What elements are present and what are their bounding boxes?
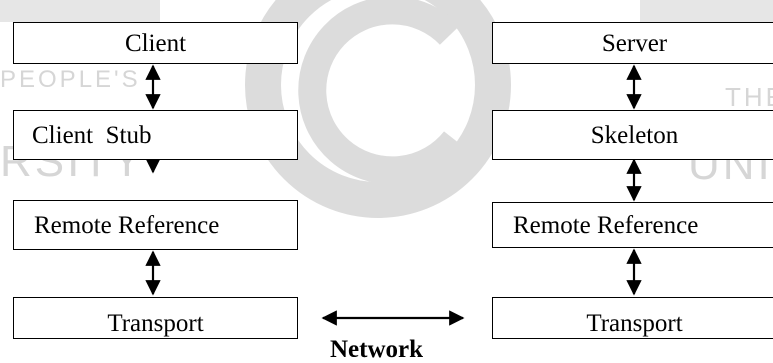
watermark-text-the: THE bbox=[725, 82, 773, 112]
right-remote-reference-label: Remote Reference bbox=[513, 211, 699, 239]
left-remote-reference-label: Remote Reference bbox=[34, 211, 220, 239]
skeleton-label: Skeleton bbox=[590, 121, 679, 149]
network-label: Network bbox=[330, 336, 424, 363]
client-label: Client bbox=[124, 29, 187, 57]
watermark-text-people: PEOPLE'S bbox=[0, 66, 141, 93]
left-transport-label: Transport bbox=[107, 310, 204, 337]
left-remote-reference-box: Remote Reference bbox=[13, 200, 298, 250]
right-remote-reference-box: Remote Reference bbox=[492, 202, 773, 248]
right-transport-box: Transport bbox=[492, 297, 773, 339]
client-stub-box: Client Stub bbox=[13, 110, 298, 160]
left-transport-box: Transport bbox=[13, 297, 298, 339]
server-label: Server bbox=[601, 29, 668, 57]
right-transport-label: Transport bbox=[586, 310, 683, 337]
client-stub-label: Client Stub bbox=[32, 121, 152, 149]
skeleton-box: Skeleton bbox=[492, 110, 773, 160]
server-box: Server bbox=[492, 22, 773, 64]
client-box: Client bbox=[13, 22, 298, 64]
